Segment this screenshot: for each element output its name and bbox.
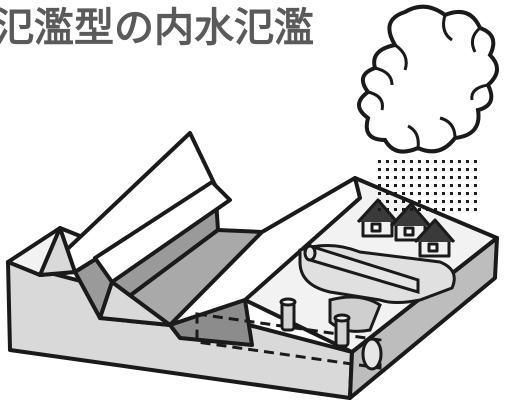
manholes <box>279 297 351 348</box>
drain-pipe-icon <box>361 337 383 371</box>
drain-pipe <box>195 243 420 371</box>
rain-icon <box>378 160 477 211</box>
manhole-icon <box>333 313 351 348</box>
diagram-title: 氾濫型の内水氾濫 <box>0 5 314 51</box>
river-embankment <box>38 131 362 347</box>
cloud-icon <box>357 4 499 154</box>
houses <box>356 198 456 258</box>
house-icon <box>389 202 432 242</box>
manhole-icon <box>279 297 297 332</box>
house-icon <box>356 198 399 238</box>
house-icon <box>413 218 456 258</box>
